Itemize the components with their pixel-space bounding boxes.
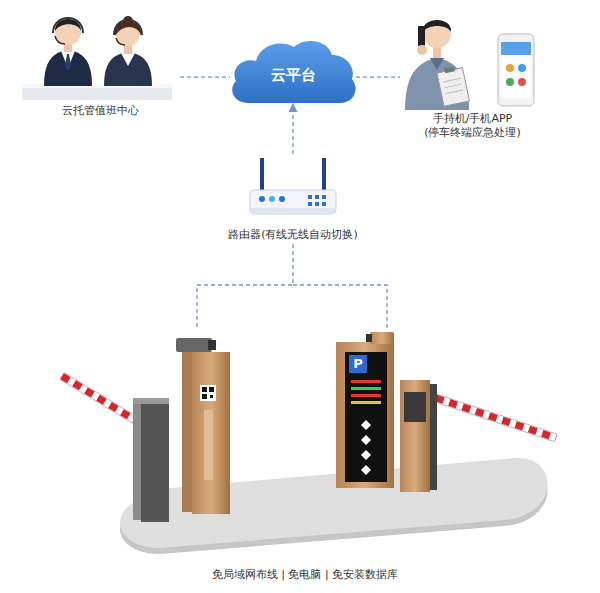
operator-illustration-part <box>53 18 83 33</box>
router-illustration-part <box>315 195 319 199</box>
operator-illustration-part <box>44 50 92 86</box>
router-illustration-part <box>259 196 265 202</box>
guard-illustration-part <box>430 58 444 70</box>
node-label: 云托管值班中心 <box>62 104 139 118</box>
phone-illustration-part <box>498 34 534 106</box>
gate-illustration-part <box>204 410 213 480</box>
router-illustration-part <box>308 202 312 206</box>
router-illustration-part <box>308 195 312 199</box>
router-node: 路由器(有线无线自动切换) <box>222 152 364 242</box>
router-illustration-part <box>322 195 326 199</box>
node-label: (停车终端应急处理) <box>424 126 521 140</box>
dashed-connector <box>180 77 230 78</box>
phone-illustration-part <box>506 64 514 72</box>
mobile-terminal-node: 手持机/手机APP(停车终端应急处理) <box>400 5 545 140</box>
gate-illustration-part <box>436 398 556 438</box>
guard-illustration-part <box>445 90 463 94</box>
gate-illustration-part <box>62 376 140 423</box>
operator-illustration-part <box>104 52 152 86</box>
cloud-node: 云平台 <box>228 35 358 103</box>
router-illustration-part <box>322 158 326 192</box>
guard-illustration-part <box>443 78 461 82</box>
router-illustration-part <box>315 202 319 206</box>
phone-illustration-part <box>506 78 514 86</box>
operator-illustration-part <box>65 54 71 71</box>
duty-center-node: 云托管值班中心 <box>20 2 180 118</box>
node-label: 路由器(有线无线自动切换) <box>228 228 358 242</box>
gate-illustration-part <box>133 398 169 404</box>
phone-illustration-part <box>501 42 531 55</box>
router-illustration-part <box>269 196 275 202</box>
gate-illustration-part <box>62 376 140 423</box>
gate-illustration-part <box>336 342 394 488</box>
operator-illustration-part <box>55 19 81 45</box>
gate-illustration-part <box>141 404 169 522</box>
gate-illustration-part <box>351 401 381 404</box>
gate-illustration-part <box>176 338 212 352</box>
operator-illustration-part <box>22 84 172 100</box>
dashed-connector <box>292 104 293 154</box>
gate-illustration-part <box>351 380 381 383</box>
guard-illustration-part <box>444 84 462 88</box>
gate-illustration-part <box>436 398 556 438</box>
guard-illustration-part <box>444 66 455 73</box>
guard-illustration <box>405 20 469 110</box>
gate-illustration-part <box>361 420 371 430</box>
gate-illustration-part <box>209 387 214 392</box>
parking-gate-node: 免局域网布线 | 免电脑 | 免安装数据库 <box>55 330 555 582</box>
router-illustration <box>250 158 336 214</box>
gate-illustration-part <box>345 352 387 482</box>
gate-illustration-part <box>351 394 381 397</box>
node-label: 手持机/手机APP <box>433 112 513 126</box>
gate-illustration <box>62 332 556 554</box>
cloud-outline <box>232 41 355 103</box>
guard-illustration-part <box>418 26 425 46</box>
gate-illustration-part <box>62 376 140 423</box>
operator-illustration <box>22 16 172 100</box>
guard-illustration-part <box>405 58 469 110</box>
router-illustration-part <box>279 196 285 202</box>
gate-illustration-part <box>210 395 213 398</box>
gate-illustration-part <box>370 332 394 344</box>
phone-illustration-part <box>518 64 526 72</box>
gate-illustration-part <box>192 352 230 514</box>
gate-illustration-part <box>200 385 216 401</box>
gate-illustration-part <box>202 394 207 399</box>
gate-illustration-part <box>208 340 216 350</box>
gate-illustration-part <box>404 392 426 422</box>
gate-illustration-part <box>361 435 371 445</box>
guard-illustration-part <box>436 65 469 107</box>
node-label: 云平台 <box>271 68 316 82</box>
gate-illustration-part <box>436 398 556 438</box>
operator-illustration-part <box>121 53 135 66</box>
gate-illustration-part <box>400 380 430 492</box>
node-label: 免局域网布线 | 免电脑 | 免安装数据库 <box>212 568 398 582</box>
gate-illustration-part <box>361 465 371 475</box>
gate-illustration-part <box>202 387 207 392</box>
parking-sign: P <box>349 355 367 373</box>
gate-illustration-part <box>351 387 381 390</box>
gate-illustration-part <box>361 450 371 460</box>
guard-illustration-part <box>423 20 451 32</box>
phone-illustration <box>498 34 534 106</box>
router-illustration-part <box>260 158 264 192</box>
router-illustration-part <box>251 208 335 214</box>
operator-illustration-part <box>114 20 142 35</box>
phone-illustration-part <box>501 42 531 98</box>
operator-illustration-part <box>55 36 65 44</box>
guard-illustration-part <box>437 68 470 107</box>
gate-illustration-part <box>366 334 372 342</box>
dashed-connector <box>197 244 387 330</box>
router-illustration-part <box>322 202 326 206</box>
phone-illustration-part <box>518 78 526 86</box>
guard-illustration-part <box>417 45 427 55</box>
router-illustration-part <box>250 190 336 214</box>
dashed-connector <box>356 77 400 78</box>
operator-illustration-part <box>116 38 125 45</box>
guard-illustration-part <box>423 20 451 48</box>
